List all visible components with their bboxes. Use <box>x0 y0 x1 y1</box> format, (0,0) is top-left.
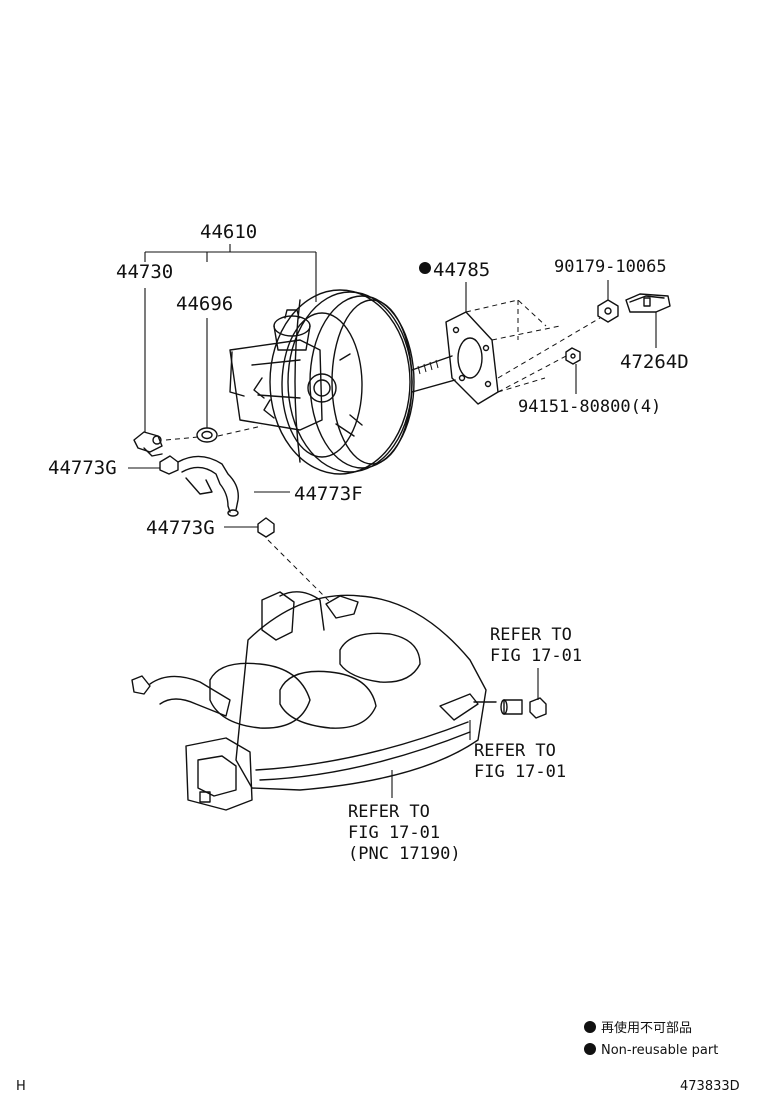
callout-44730: 44730 <box>116 261 173 283</box>
check-valve[interactable] <box>133 431 163 457</box>
gasket[interactable] <box>445 311 499 405</box>
callout-44773g-lower: 44773G <box>146 517 215 539</box>
refer-c-line3[interactable]: (PNC 17190) <box>348 844 461 864</box>
refer-a-line1[interactable]: REFER TO <box>490 625 572 645</box>
pipe-clip[interactable] <box>529 697 547 719</box>
legend-japanese: 再使用不可部品 <box>601 1020 692 1036</box>
legend-jp-marker-icon <box>584 1021 596 1033</box>
refer-a-line2[interactable]: FIG 17-01 <box>490 646 582 666</box>
grommet[interactable] <box>196 427 218 443</box>
refer-b-line1[interactable]: REFER TO <box>474 741 556 761</box>
intake-manifold[interactable] <box>131 591 497 811</box>
callout-47264d: 47264D <box>620 351 689 373</box>
callout-44785: 44785 <box>433 259 490 281</box>
legend-en-marker-icon <box>584 1043 596 1055</box>
callout-90179-10065: 90179-10065 <box>554 257 667 277</box>
clevis-nut[interactable] <box>597 299 619 323</box>
callout-94151-80800: 94151-80800(4) <box>518 397 661 417</box>
callout-44773g-upper: 44773G <box>48 457 117 479</box>
non-reusable-marker-icon <box>419 262 431 274</box>
refer-c-line1[interactable]: REFER TO <box>348 802 430 822</box>
hose-clip-lower[interactable] <box>257 517 275 538</box>
refer-b-line2[interactable]: FIG 17-01 <box>474 762 566 782</box>
footer-mark: H <box>16 1079 26 1094</box>
pipe-fitting[interactable] <box>500 699 523 715</box>
legend-english: Non-reusable part <box>601 1043 718 1058</box>
refer-c-line2[interactable]: FIG 17-01 <box>348 823 440 843</box>
callout-44773f: 44773F <box>294 483 363 505</box>
nut[interactable] <box>565 347 581 365</box>
callout-44610: 44610 <box>200 221 257 243</box>
vacuum-hose[interactable] <box>177 455 239 517</box>
hose-clip-upper[interactable] <box>159 455 179 475</box>
callout-44696: 44696 <box>176 293 233 315</box>
figure-id: 473833D <box>680 1079 740 1094</box>
bracket[interactable] <box>625 293 671 313</box>
brake-booster[interactable] <box>229 289 456 475</box>
